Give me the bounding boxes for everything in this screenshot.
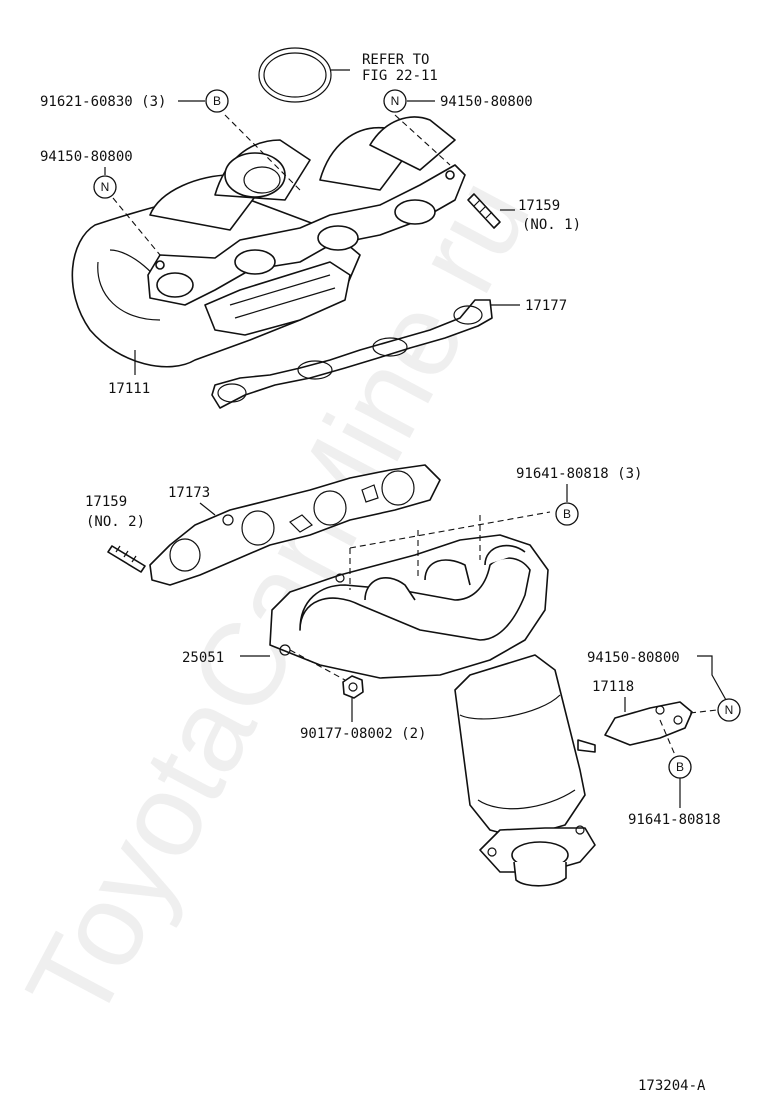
callout-bracket: 17118 xyxy=(592,679,634,695)
bolt-symbol-exhaust-label: B xyxy=(563,507,571,521)
callout-gasket-exhaust: 17173 xyxy=(168,485,210,501)
exhaust-nut[interactable] xyxy=(342,675,364,699)
bolt-symbol-bracket-label: B xyxy=(676,760,684,774)
nut-symbol-top-left[interactable]: N xyxy=(93,175,117,199)
callout-stud-no2: 17159 xyxy=(85,494,127,510)
callout-nut-top-right: 94150-80800 xyxy=(440,94,533,110)
callout-stud-no1: 17159 xyxy=(518,198,560,214)
stud-no2[interactable] xyxy=(107,545,146,573)
nut-symbol-bracket-label: N xyxy=(725,703,734,717)
refer-note-line1: REFER TO xyxy=(362,52,429,68)
callout-stud-no2-sub: (NO. 2) xyxy=(86,514,145,530)
diagram-id: 173204-A xyxy=(638,1078,706,1094)
refer-note-line2: FIG 22-11 xyxy=(362,68,438,84)
callout-exhaust-nut: 90177-08002 (2) xyxy=(300,726,426,742)
callout-gasket-intake: 17177 xyxy=(525,298,567,314)
bolt-symbol-bracket[interactable]: B xyxy=(668,755,692,779)
exhaust-gasket[interactable] xyxy=(149,464,441,586)
exhaust-manifold[interactable] xyxy=(269,534,596,887)
callout-bolt-bracket: 91641-80818 xyxy=(628,812,721,828)
intake-gasket[interactable] xyxy=(211,299,493,409)
intake-manifold[interactable] xyxy=(71,116,466,368)
nut-symbol-bracket[interactable]: N xyxy=(717,698,741,722)
bolt-symbol-top[interactable]: B xyxy=(205,89,229,113)
callout-nut-top-left: 94150-80800 xyxy=(40,149,133,165)
bolt-symbol-exhaust[interactable]: B xyxy=(555,502,579,526)
callout-exhaust-manifold: 25051 xyxy=(182,650,224,666)
nut-symbol-label-left: N xyxy=(101,180,110,194)
bolt-symbol-label: B xyxy=(213,94,221,108)
stud-no1[interactable] xyxy=(467,193,501,229)
nut-symbol-top-right[interactable]: N xyxy=(383,89,407,113)
callout-bolt-exhaust: 91641-80818 (3) xyxy=(516,466,642,482)
callout-nut-bracket: 94150-80800 xyxy=(587,650,680,666)
o-ring[interactable] xyxy=(258,47,332,103)
callout-intake-manifold: 17111 xyxy=(108,381,150,397)
callout-bolt-top: 91621-60830 (3) xyxy=(40,94,166,110)
callout-stud-no1-sub: (NO. 1) xyxy=(522,217,581,233)
nut-symbol-label: N xyxy=(391,94,400,108)
bracket[interactable] xyxy=(604,701,693,746)
